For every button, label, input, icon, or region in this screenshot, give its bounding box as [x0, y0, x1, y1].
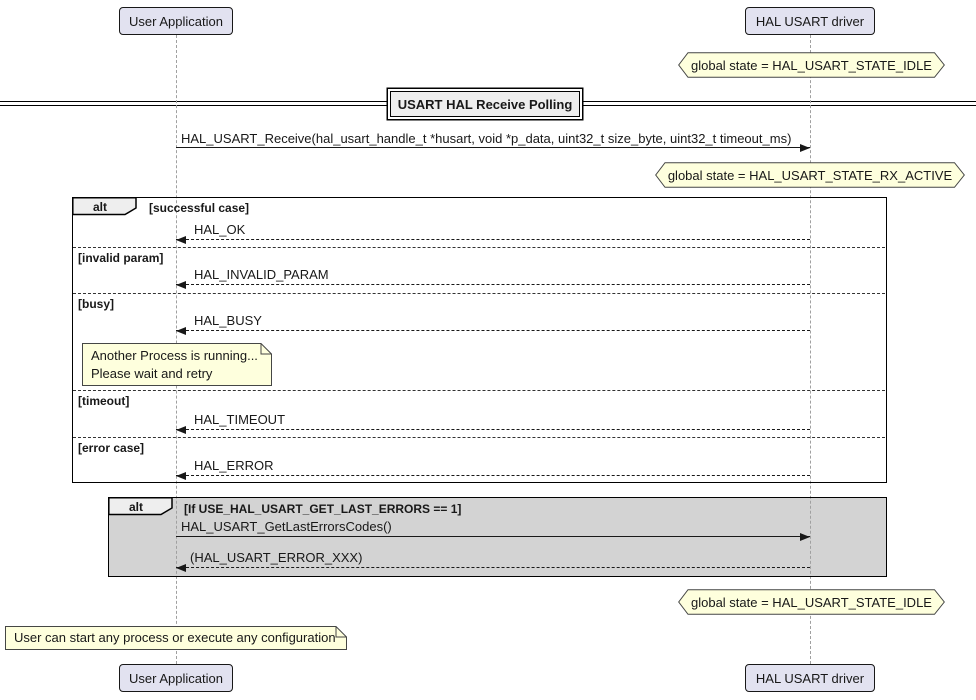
note-busy-line1: Another Process is running... [91, 348, 258, 363]
arrowhead-left-icon [176, 563, 186, 572]
alt-section-divider [73, 390, 885, 391]
guard-successful-case: [successful case] [149, 201, 250, 215]
hexagon-shape [678, 589, 945, 615]
alt-inner-label: alt [129, 500, 144, 514]
alt-outer-frame: alt [successful case] [invalid param] [b… [72, 197, 887, 483]
message-line [176, 429, 810, 430]
message-receive-call: HAL_USART_Receive(hal_usart_handle_t *hu… [181, 131, 792, 146]
participant-hal-usart-driver-top: HAL USART driver [745, 7, 875, 35]
note-shape [82, 343, 272, 386]
guard-busy: [busy] [78, 297, 114, 311]
participant-user-application-top: User Application [119, 7, 233, 35]
lifeline-hal-usart-driver [809, 35, 811, 664]
arrowhead-left-icon [176, 471, 186, 480]
hexagon-shape [655, 162, 965, 188]
alt-section-divider [73, 437, 885, 438]
message-line [176, 536, 810, 537]
arrowhead-left-icon [176, 425, 186, 434]
alt-pentagon-icon [72, 197, 137, 216]
message-hal-error: HAL_ERROR [194, 458, 274, 473]
note-user-config-text: User can start any process or execute an… [14, 630, 336, 645]
message-line [176, 239, 810, 240]
hexagon-shape [678, 52, 945, 78]
note-busy: Another Process is running... Please wai… [82, 343, 272, 386]
message-line [176, 284, 810, 285]
alt-pentagon-icon [108, 497, 173, 516]
message-error-codes-return: (HAL_USART_ERROR_XXX) [190, 550, 363, 565]
message-hal-invalid-param: HAL_INVALID_PARAM [194, 267, 329, 282]
divider-title: USART HAL Receive Polling [390, 91, 580, 117]
message-get-last-errors: HAL_USART_GetLastErrorsCodes() [181, 519, 392, 534]
message-line [176, 475, 810, 476]
arrowhead-left-icon [176, 326, 186, 335]
state-note-rx-active: global state = HAL_USART_STATE_RX_ACTIVE [655, 162, 965, 188]
note-busy-line2: Please wait and retry [91, 366, 213, 381]
state-note-idle-top: global state = HAL_USART_STATE_IDLE [678, 52, 945, 78]
state-note-text: global state = HAL_USART_STATE_IDLE [691, 594, 932, 610]
note-shape [5, 626, 347, 650]
message-line [176, 330, 810, 331]
participant-user-application-bottom: User Application [119, 664, 233, 692]
state-note-text: global state = HAL_USART_STATE_IDLE [691, 57, 932, 73]
guard-invalid-param: [invalid param] [78, 251, 164, 265]
note-user-config: User can start any process or execute an… [5, 626, 347, 650]
participant-hal-usart-driver-bottom: HAL USART driver [745, 664, 875, 692]
alt-inner-frame: alt [If USE_HAL_USART_GET_LAST_ERRORS ==… [108, 497, 887, 577]
alt-outer-label: alt [93, 200, 108, 214]
arrowhead-left-icon [176, 235, 186, 244]
message-hal-timeout: HAL_TIMEOUT [194, 412, 286, 427]
arrowhead-right-icon [800, 532, 810, 541]
guard-error-case: [error case] [78, 441, 145, 455]
state-note-idle-bottom: global state = HAL_USART_STATE_IDLE [678, 589, 945, 615]
message-line [176, 147, 810, 148]
message-line [176, 567, 810, 568]
arrowhead-left-icon [176, 280, 186, 289]
alt-inner-frame-background [108, 497, 887, 577]
arrowhead-right-icon [800, 143, 810, 152]
alt-section-divider [73, 293, 885, 294]
alt-section-divider [73, 247, 885, 248]
guard-timeout: [timeout] [78, 394, 130, 408]
state-note-text: global state = HAL_USART_STATE_RX_ACTIVE [667, 167, 953, 183]
message-hal-ok: HAL_OK [194, 222, 246, 237]
message-hal-busy: HAL_BUSY [194, 313, 262, 328]
guard-use-hal-usart-get-last-errors: [If USE_HAL_USART_GET_LAST_ERRORS == 1] [184, 502, 462, 516]
